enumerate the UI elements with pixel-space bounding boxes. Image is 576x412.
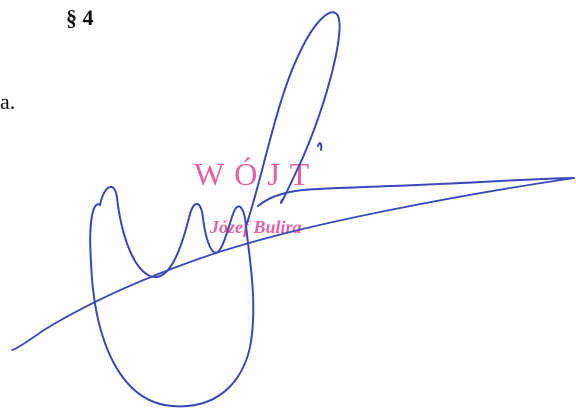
signature-accent-stroke xyxy=(317,142,323,151)
text-fragment: a. xyxy=(0,89,16,114)
stamp-name: Józef Bulira xyxy=(210,217,302,237)
official-stamp: WÓJT Józef Bulira xyxy=(190,156,350,246)
section-heading: § 4 xyxy=(66,5,94,30)
stamp-title: WÓJT xyxy=(194,156,320,192)
